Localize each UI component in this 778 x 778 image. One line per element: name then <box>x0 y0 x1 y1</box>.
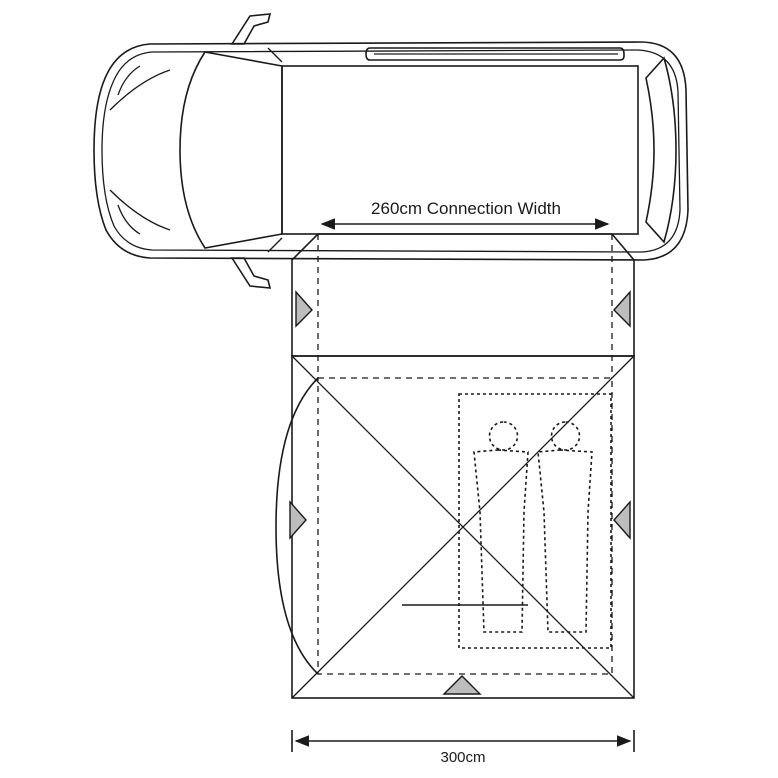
sleeping-person-icon <box>473 421 529 633</box>
pole-diagonal-2 <box>291 355 635 699</box>
total-width-dimension: 300cm <box>291 730 635 766</box>
peg-marker-icon <box>613 500 631 540</box>
side-door <box>275 377 319 675</box>
peg-markers <box>289 290 631 695</box>
total-width-label: 300cm <box>440 749 485 766</box>
mirror-bottom <box>230 257 272 289</box>
peg-marker-icon <box>442 675 482 695</box>
sleeping-person-icon <box>537 421 593 633</box>
van-outline <box>93 13 689 289</box>
peg-marker-icon <box>289 500 307 540</box>
roof-rail <box>365 47 625 61</box>
inner-perimeter <box>317 377 613 675</box>
mirror-top <box>230 13 272 45</box>
awning-outline <box>275 233 635 699</box>
bedroom-area <box>458 393 612 649</box>
peg-marker-icon <box>613 290 631 328</box>
bedroom-inner-tent <box>458 393 612 649</box>
peg-marker-icon <box>295 290 313 328</box>
connection-width-dimension: 260cm Connection Width <box>320 199 610 230</box>
windshield <box>179 51 283 249</box>
rear-window <box>645 56 677 244</box>
connection-width-label: 260cm Connection Width <box>371 199 561 218</box>
